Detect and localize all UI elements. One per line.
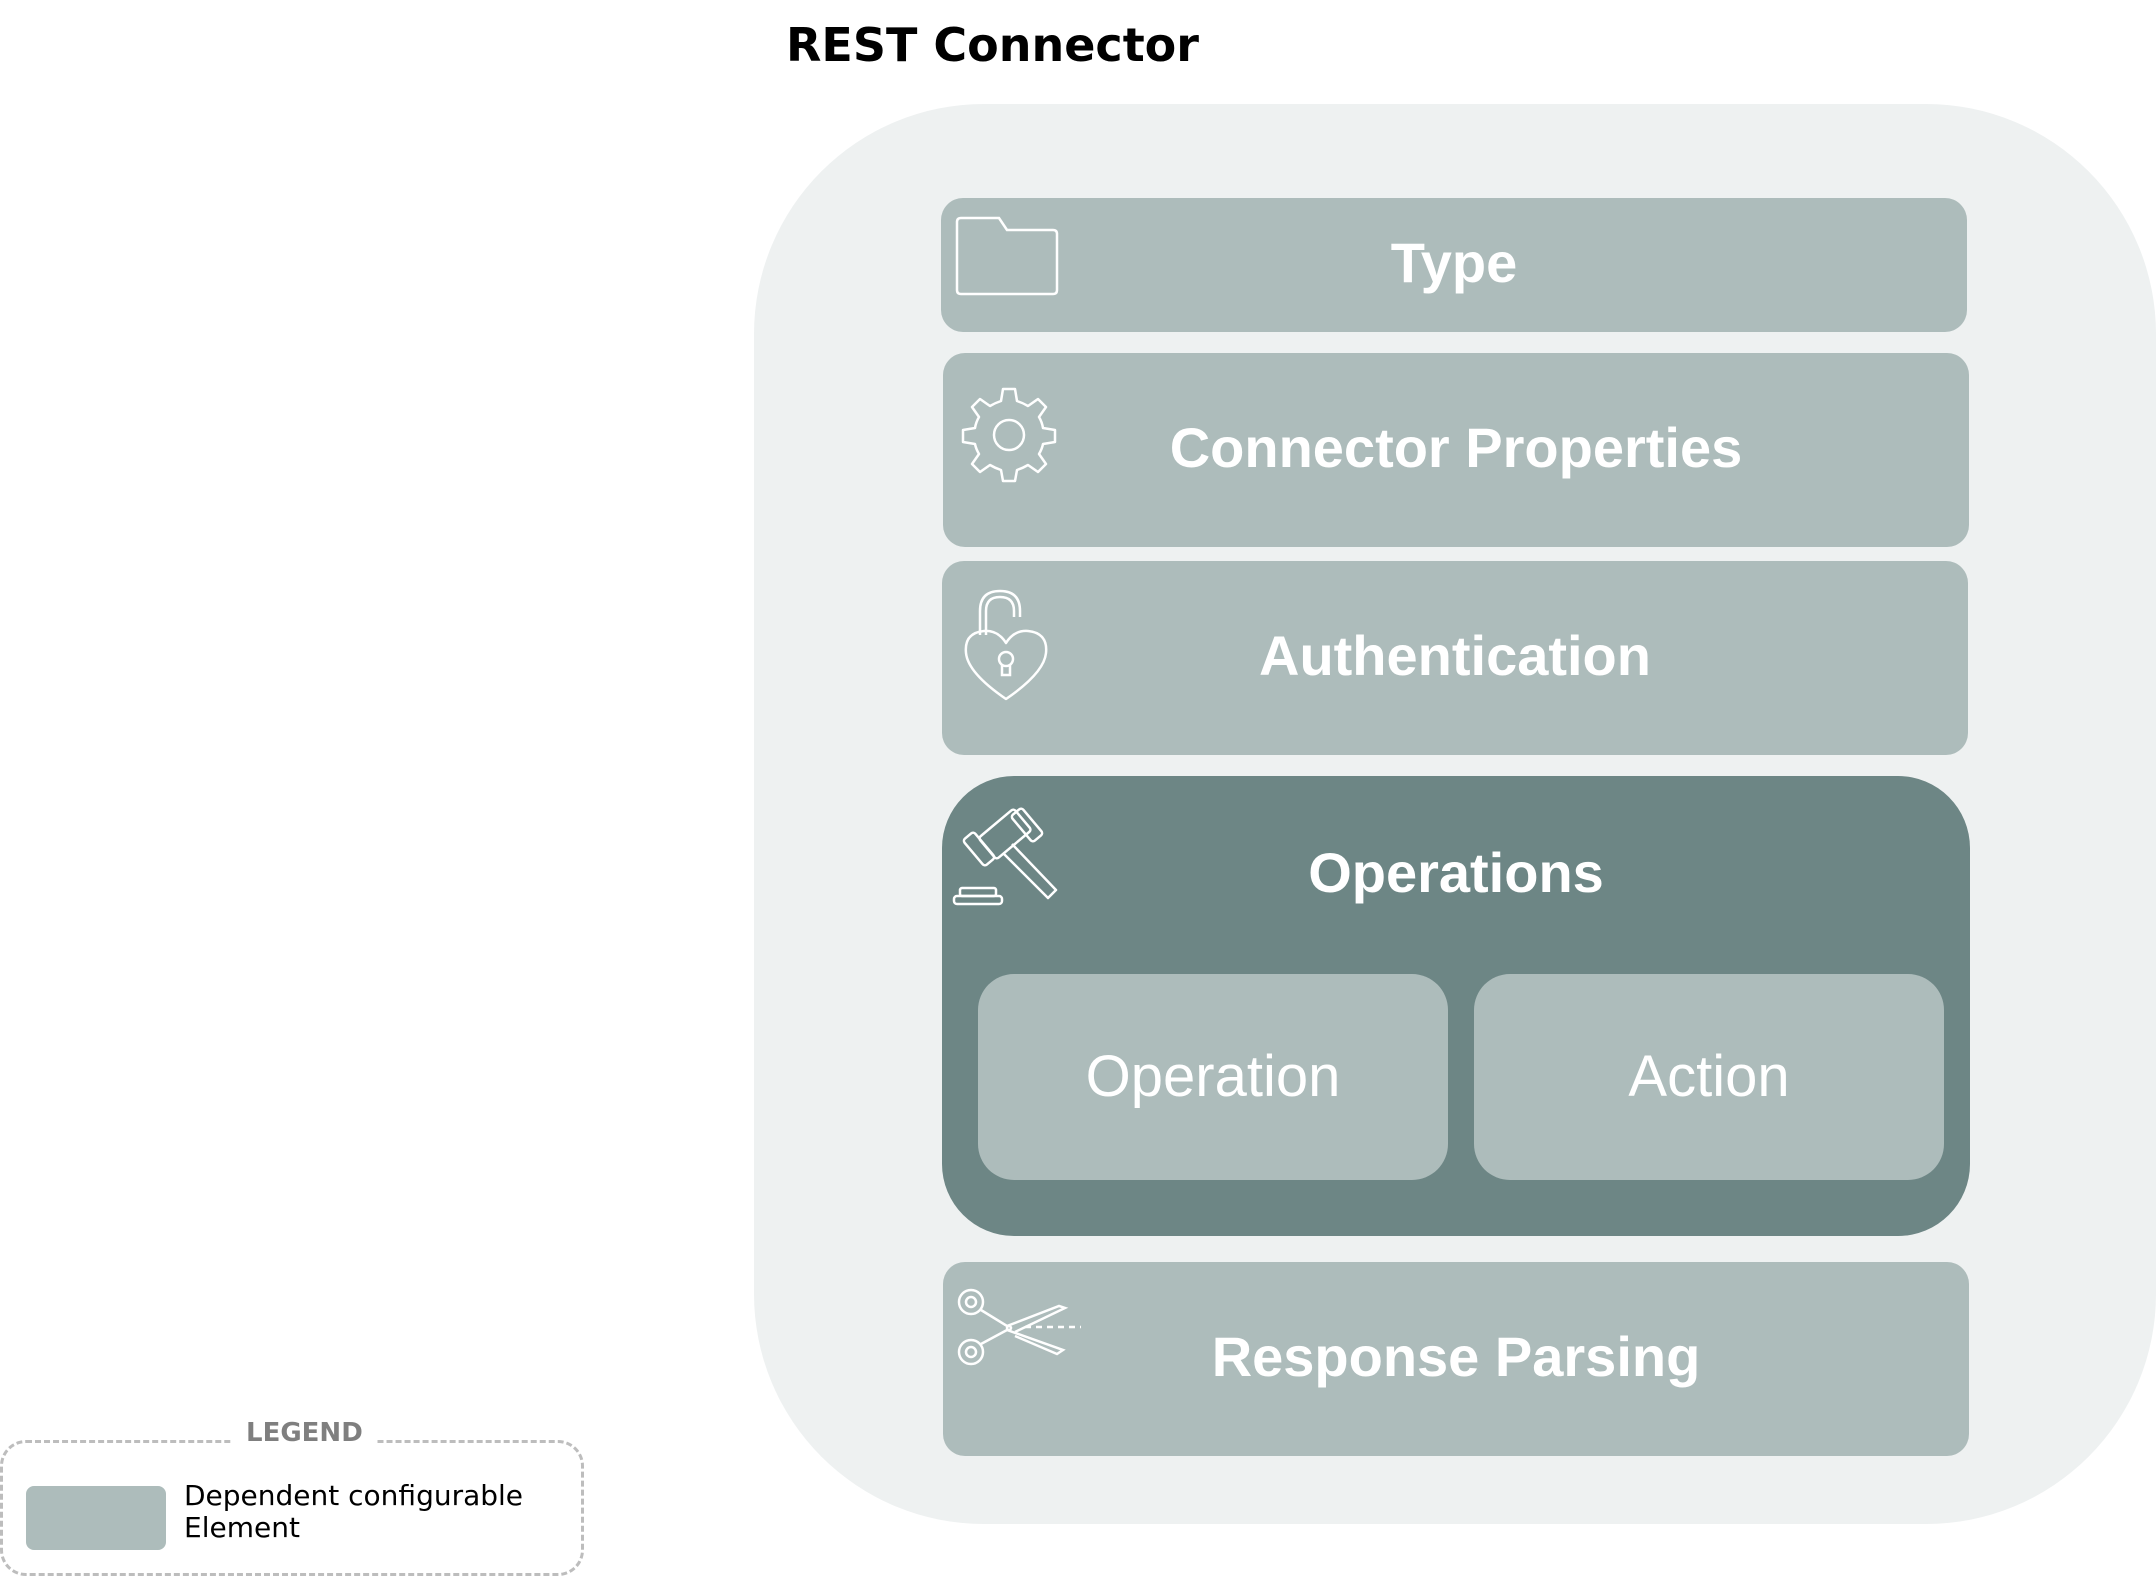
scissors-icon [957,1288,1081,1366]
response-parsing-block: Response Parsing [943,1262,1969,1456]
legend-entry-text: Dependent configurable Element [184,1479,524,1544]
operations-block: Operations Operation Action [942,776,1970,1236]
type-label: Type [1390,231,1518,294]
legend-title: LEGEND [232,1418,377,1448]
diagram-title: REST Connector [786,18,1199,72]
type-block: Type [941,198,1967,332]
action-block: Action [1474,974,1944,1180]
gavel-icon [952,807,1058,906]
authentication-label: Authentication [1259,624,1651,687]
operation-label: Operation [1085,1044,1341,1109]
operations-label: Operations [1308,841,1604,904]
connector-properties-block: Connector Properties [943,353,1969,547]
gear-icon [961,387,1057,483]
action-label: Action [1628,1044,1790,1109]
folder-icon [955,216,1059,296]
operation-block: Operation [978,974,1448,1180]
authentication-block: Authentication [942,561,1968,755]
connector-properties-label: Connector Properties [1169,416,1743,479]
response-parsing-label: Response Parsing [1211,1325,1701,1388]
legend-swatch [26,1486,166,1550]
heart-padlock-icon [964,589,1048,701]
